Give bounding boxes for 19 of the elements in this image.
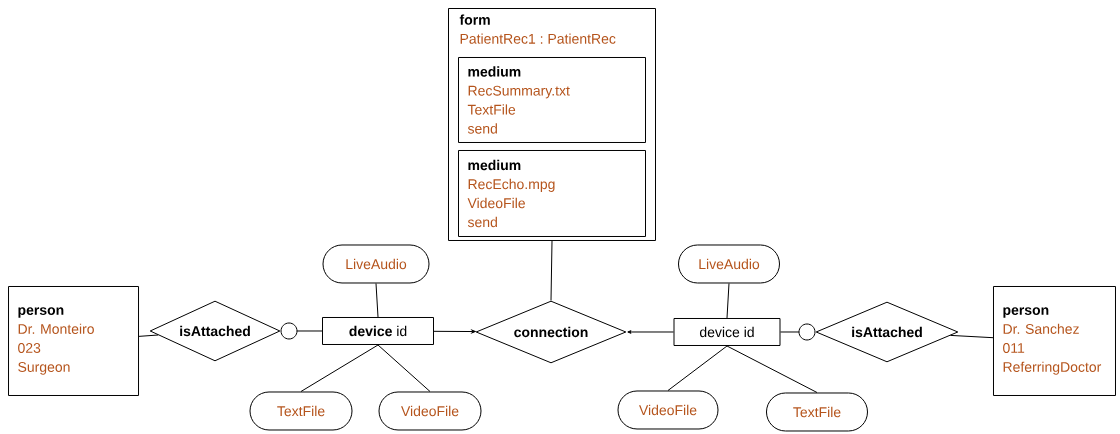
- entity-box: person Dr. Sanchez 011 ReferringDoctor: [993, 286, 1116, 396]
- connector-line: [375, 283, 379, 318]
- connector-line: [377, 344, 431, 392]
- connector-line: [950, 334, 994, 339]
- connector-line: [280, 322, 323, 340]
- entity-box: device id: [673, 318, 781, 346]
- entity-box: person Dr. Monteiro 023 Surgeon: [8, 286, 139, 396]
- arrow: [433, 329, 476, 334]
- connector-line: [726, 345, 818, 393]
- connector-line: [300, 344, 379, 392]
- connector-line: [550, 240, 553, 301]
- connector-line: [780, 323, 816, 341]
- entity-box: device id: [322, 317, 434, 345]
- connector-line: [667, 345, 728, 391]
- entity-box: medium RecEcho.mpg VideoFile send: [458, 150, 646, 237]
- connector-line: [726, 283, 730, 319]
- arrow: [627, 330, 674, 334]
- entity-box: medium RecSummary.txt TextFile send: [458, 57, 646, 143]
- connector-line: [138, 334, 159, 337]
